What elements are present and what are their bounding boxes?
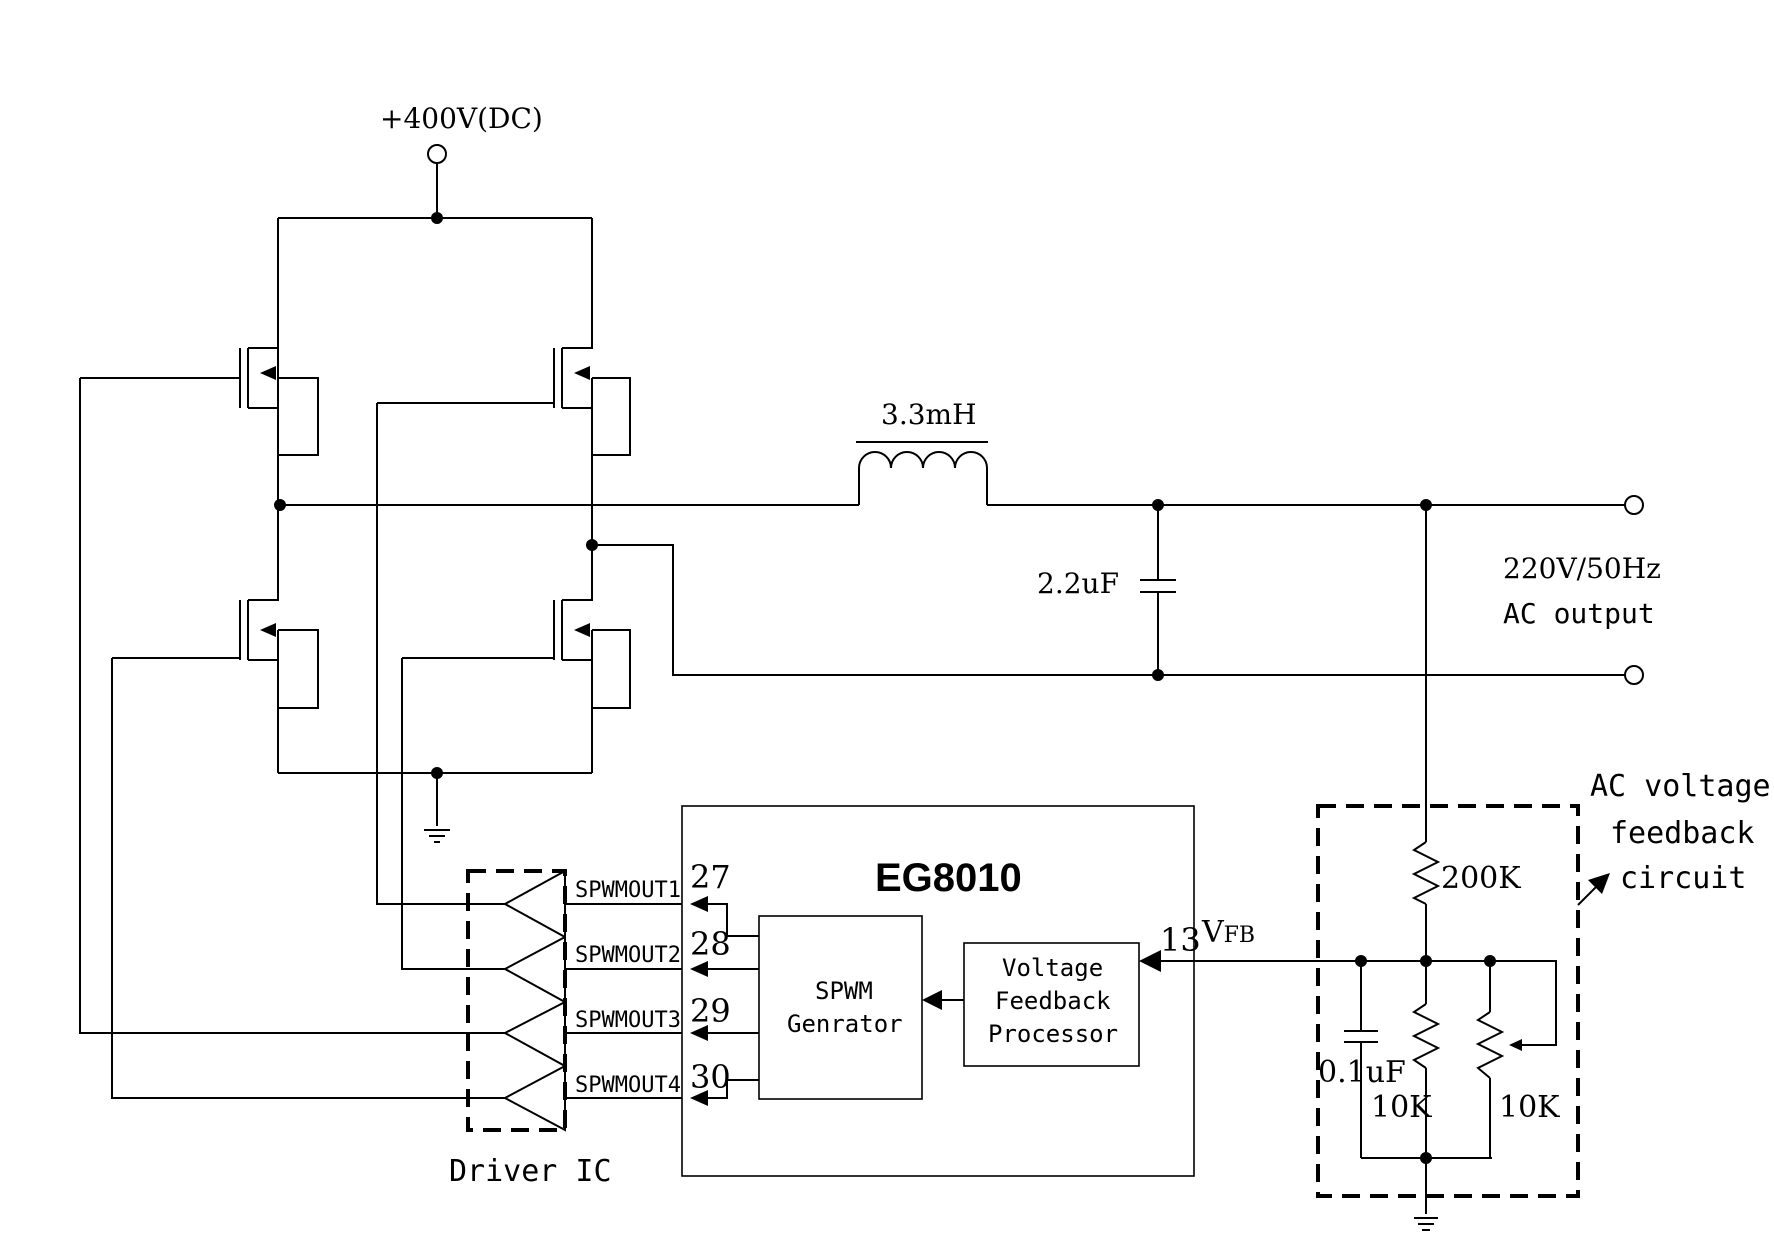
driver-ic-label: Driver IC [449, 1154, 612, 1189]
feedback-circuit-box [1316, 804, 1580, 1198]
mosfet-q3 [112, 505, 319, 773]
vfb-block-line3: Processor [988, 1020, 1118, 1048]
pin-name-spwmout1: SPWMOUT1 [575, 878, 681, 903]
pot-symbol [1475, 1011, 1505, 1079]
vfb-arrow [1139, 950, 1161, 972]
pin-29: 29 [690, 992, 731, 1030]
pin-28-arrow [690, 961, 708, 977]
spwm-block-line1: SPWM [815, 977, 873, 1005]
pot-label: 10K [1499, 1090, 1560, 1125]
pot-wiper-arrow [1509, 1039, 1522, 1051]
spwm-generator-box [758, 915, 923, 1100]
gate-wire-q3 [111, 658, 505, 1099]
pin-27: 27 [690, 858, 731, 896]
fb-bottom-rail [1361, 1157, 1492, 1214]
fb-cap-label: 0.1uF [1318, 1055, 1406, 1090]
output-label-line2: AC output [1503, 597, 1655, 630]
r10k-label: 10K [1371, 1090, 1432, 1125]
vfb-processor-box [963, 942, 1140, 1067]
bottom-rail [278, 772, 592, 826]
driver-buffers [502, 869, 566, 1132]
pin-30-arrow [690, 1090, 708, 1106]
gate-wire-q4 [401, 658, 505, 970]
r200k-symbol [1411, 841, 1441, 905]
feedback-title-arrow [1588, 873, 1610, 894]
cap-junction-bottom [1152, 669, 1164, 681]
output-terminal-top [1624, 495, 1644, 515]
inductor-symbol [858, 451, 988, 505]
pin-name-spwmout4: SPWMOUT4 [575, 1073, 681, 1098]
spwm-internal-wires [702, 903, 759, 1099]
output-label-line1: 220V/50Hz [1503, 552, 1661, 585]
pot-wiper-wire [1492, 960, 1557, 1046]
eg8010-title: EG8010 [875, 856, 1022, 900]
fb-junction-ground [1420, 1152, 1432, 1164]
supply-terminal [427, 144, 447, 164]
fb-cap-symbol [1344, 1030, 1378, 1043]
output-line-bottom [592, 544, 1625, 676]
ground-symbol-bridge [424, 829, 450, 843]
feedback-title-line2: feedback [1610, 816, 1755, 851]
capacitor-symbol [1140, 579, 1176, 593]
supply-label: +400V(DC) [380, 102, 543, 135]
ground-symbol-feedback [1414, 1217, 1438, 1231]
pin-name-spwmout2: SPWMOUT2 [575, 943, 681, 968]
mosfet-q1 [80, 218, 319, 456]
pin-28: 28 [690, 925, 731, 963]
feedback-title-line1: AC voltage [1590, 769, 1771, 804]
gate-wire-q1 [79, 378, 505, 1034]
pin-27-arrow [690, 896, 708, 912]
eg8010-box [681, 805, 1195, 1177]
r200k-label: 200K [1441, 861, 1521, 896]
vfb-pin-name: VFB [1201, 915, 1255, 950]
output-terminal-bottom [1624, 665, 1644, 685]
vfb-to-spwm-arrow [922, 990, 942, 1010]
r10k-symbol [1411, 1003, 1441, 1069]
pin-name-spwmout3: SPWMOUT3 [575, 1008, 681, 1033]
supply-junction [431, 212, 443, 224]
vfb-block-line2: Feedback [995, 987, 1111, 1015]
feedback-title-line3: circuit [1620, 861, 1746, 896]
pin-13: 13 [1160, 921, 1201, 959]
mosfet-q2 [377, 218, 631, 456]
capacitor-label: 2.2uF [1037, 567, 1119, 600]
pin-30: 30 [690, 1058, 731, 1096]
inductor-label: 3.3mH [881, 398, 977, 431]
mosfet-q4 [402, 545, 631, 773]
ground-junction [431, 767, 443, 779]
pin-29-arrow [690, 1025, 708, 1041]
spwm-block-line2: Genrator [787, 1010, 903, 1038]
vfb-block-line1: Voltage [1002, 954, 1103, 982]
gate-wire-q2 [376, 403, 505, 905]
